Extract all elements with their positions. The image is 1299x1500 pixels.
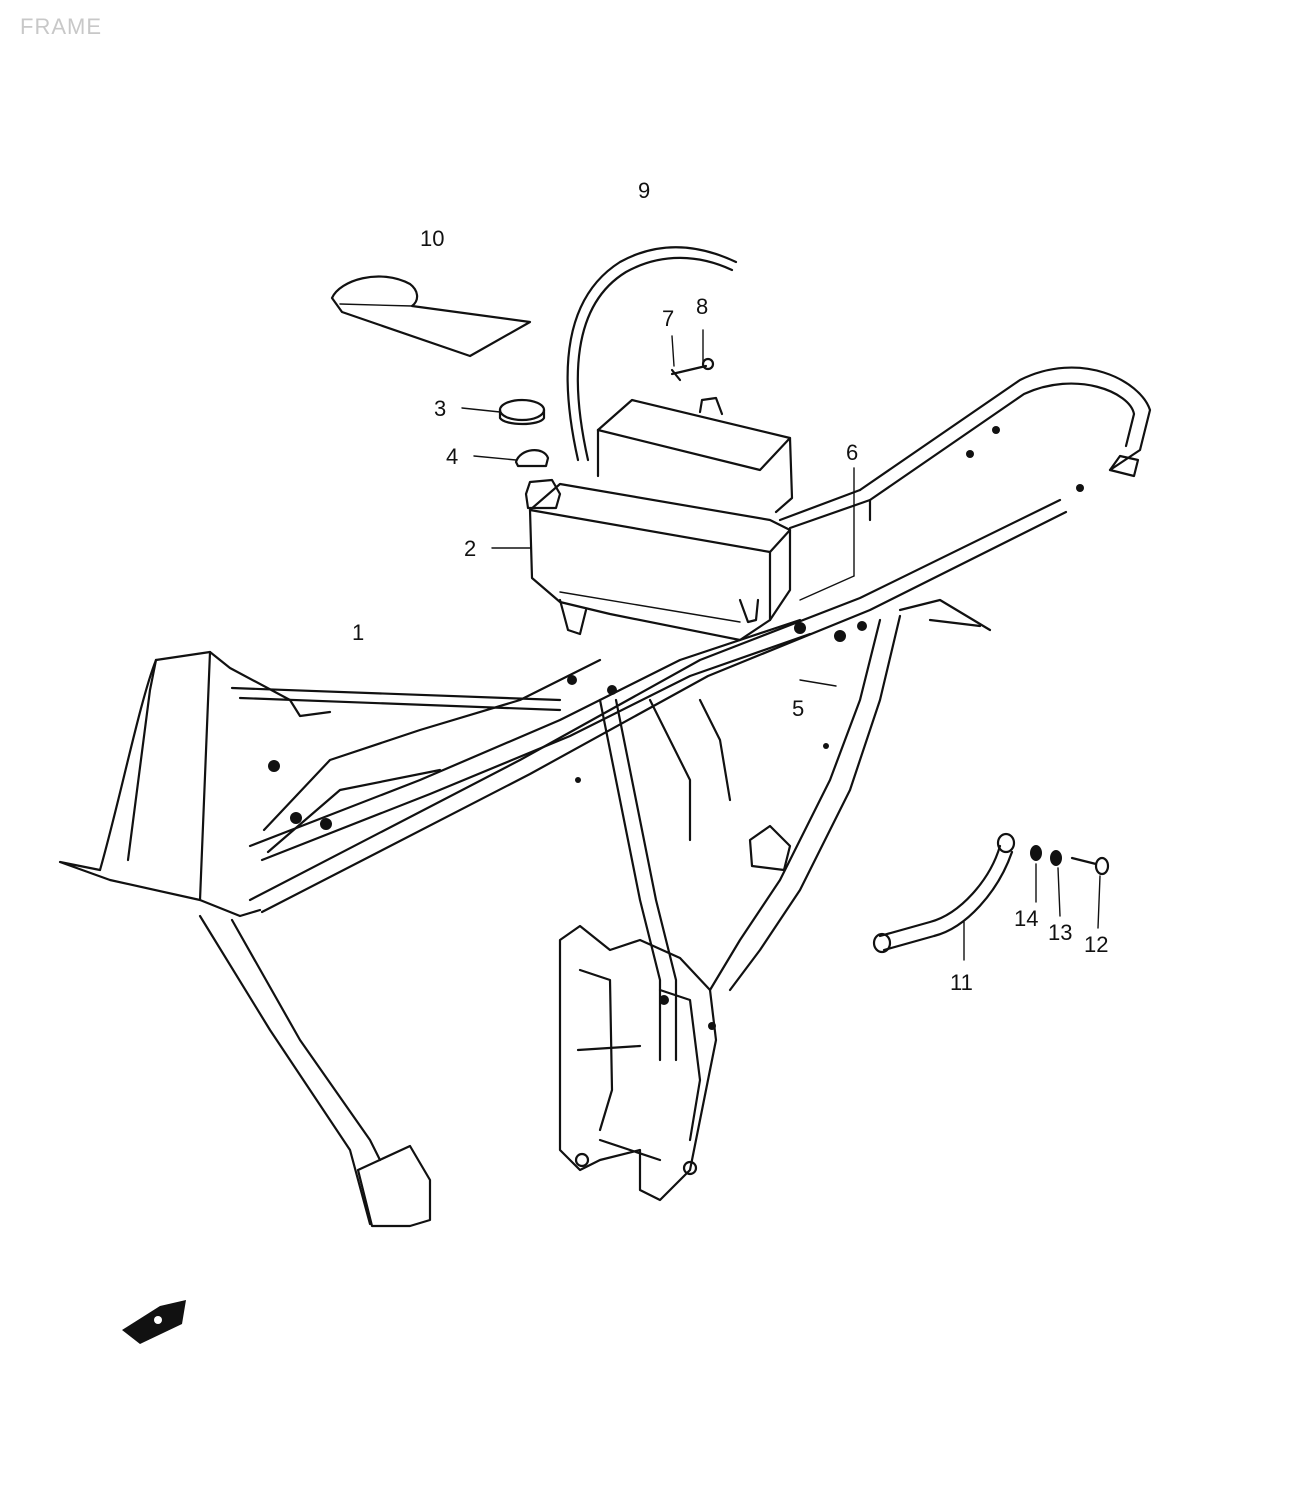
bolt-clamp-part xyxy=(670,357,715,382)
stay-part xyxy=(872,832,1016,954)
callout-3: 3 xyxy=(434,396,446,421)
callout-1: 1 xyxy=(352,620,364,645)
callout-12: 12 xyxy=(1084,932,1108,957)
leader-lines xyxy=(461,329,1101,961)
callout-10: 10 xyxy=(420,226,444,251)
callout-4: 4 xyxy=(446,444,458,469)
main-frame-part xyxy=(58,366,1152,1228)
hose-part xyxy=(566,246,738,462)
callout-11: 11 xyxy=(950,970,973,995)
callout-8: 8 xyxy=(696,294,708,319)
callout-13: 13 xyxy=(1048,920,1072,945)
page-title: FRAME xyxy=(20,14,102,39)
callout-7: 7 xyxy=(662,306,674,331)
callout-14: 14 xyxy=(1014,906,1038,931)
callout-2: 2 xyxy=(464,536,476,561)
cap-seal-part xyxy=(514,449,550,468)
hardware-parts xyxy=(1030,845,1110,876)
seat-pad-part xyxy=(330,275,532,358)
front-direction-arrow-icon xyxy=(122,1300,186,1344)
callout-9: 9 xyxy=(638,178,650,203)
tank-part xyxy=(524,396,794,642)
cap-part xyxy=(498,398,546,426)
callout-5: 5 xyxy=(792,696,804,721)
callout-6: 6 xyxy=(846,440,858,465)
